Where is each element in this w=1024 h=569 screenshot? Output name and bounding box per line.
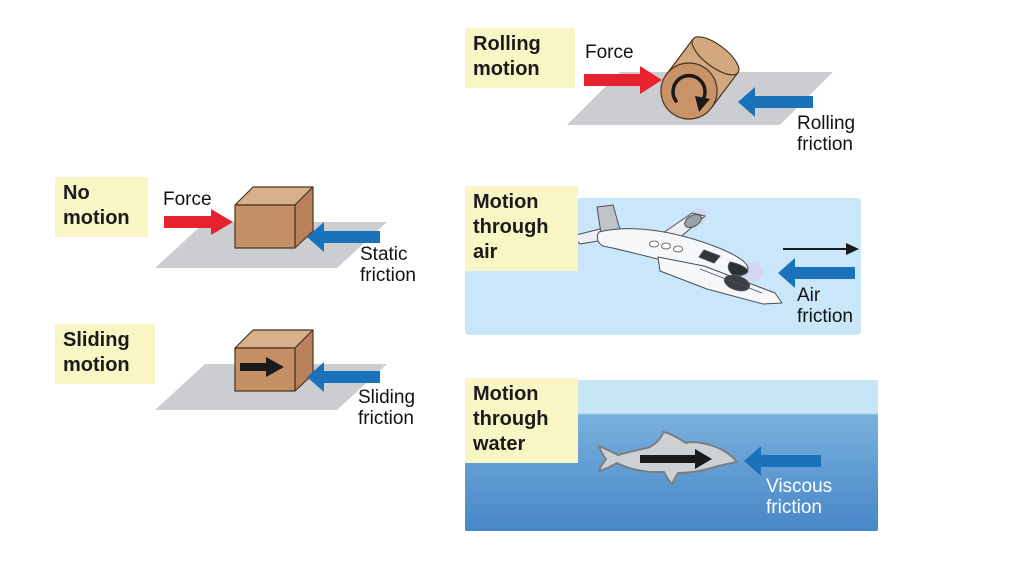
force-arrow-icon bbox=[164, 209, 233, 235]
label-line: friction bbox=[797, 134, 853, 155]
label-line: Air bbox=[797, 285, 821, 306]
motion-through-air-label: Motion through air bbox=[465, 186, 578, 271]
label-line: Viscous bbox=[766, 476, 833, 497]
label-line: water bbox=[473, 433, 526, 455]
sliding-motion-illustration bbox=[155, 329, 387, 410]
label-line: Rolling bbox=[473, 33, 541, 55]
cylinder-illustration bbox=[660, 36, 740, 120]
label-line: motion bbox=[63, 207, 130, 229]
no-motion-illustration bbox=[155, 186, 387, 268]
rolling-motion-label: Rolling motion bbox=[465, 28, 575, 88]
air-friction-label: Air friction bbox=[797, 285, 853, 327]
label-line: Sliding bbox=[358, 387, 416, 408]
sliding-friction-arrow-icon bbox=[307, 362, 380, 392]
label-line: Motion bbox=[473, 383, 539, 405]
label-line: Motion bbox=[473, 191, 539, 213]
label-line: Sliding bbox=[63, 329, 130, 351]
label-line: friction bbox=[360, 265, 416, 286]
rotation-arrow-icon bbox=[671, 73, 710, 112]
box-illustration bbox=[234, 329, 314, 392]
force-label: Force bbox=[163, 189, 212, 210]
static-friction-label: Static friction bbox=[360, 244, 416, 286]
motion-arrow-icon bbox=[240, 357, 284, 377]
label-line: motion bbox=[63, 354, 130, 376]
viscous-friction-label: Viscous friction bbox=[766, 476, 832, 518]
viscous-friction-arrow-icon bbox=[744, 446, 821, 476]
box-illustration bbox=[234, 186, 314, 249]
air-friction-arrow-icon bbox=[778, 258, 855, 288]
force-arrow-icon bbox=[584, 66, 662, 94]
no-motion-label: No motion bbox=[55, 177, 148, 237]
label-line: air bbox=[473, 241, 498, 263]
rolling-friction-label: Rolling friction bbox=[797, 113, 855, 155]
motion-arrow-icon bbox=[640, 449, 712, 469]
motion-through-water-label: Motion through water bbox=[465, 378, 578, 463]
label-line: through bbox=[473, 216, 549, 238]
airplane-illustration bbox=[571, 204, 783, 305]
force-label: Force bbox=[585, 42, 634, 63]
label-line: friction bbox=[766, 497, 822, 518]
rolling-motion-illustration bbox=[567, 36, 833, 125]
motion-through-air-illustration bbox=[571, 204, 859, 305]
motion-arrow-icon bbox=[783, 243, 859, 255]
label-line: No bbox=[63, 182, 90, 204]
label-line: motion bbox=[473, 58, 540, 80]
sliding-friction-label: Sliding friction bbox=[358, 387, 415, 429]
label-line: through bbox=[473, 408, 549, 430]
label-line: friction bbox=[797, 306, 853, 327]
rolling-friction-arrow-icon bbox=[738, 87, 813, 117]
static-friction-arrow-icon bbox=[307, 222, 380, 252]
label-line: Static bbox=[360, 244, 408, 265]
label-line: friction bbox=[358, 408, 414, 429]
motion-through-water-illustration bbox=[598, 431, 821, 485]
label-line: Rolling bbox=[797, 113, 856, 134]
sliding-motion-label: Sliding motion bbox=[55, 324, 155, 384]
